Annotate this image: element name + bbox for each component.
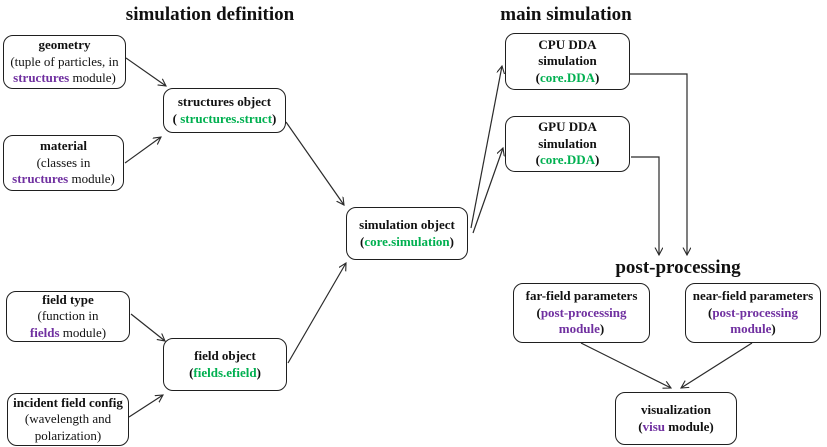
paren-open: (	[536, 304, 541, 320]
box-code-line: ( structures.struct)	[173, 111, 277, 128]
box-title-line2: simulation	[538, 53, 597, 69]
paren-open: (	[359, 233, 365, 249]
box-desc: polarization)	[34, 427, 102, 443]
paren-close: )	[272, 110, 277, 126]
box-desc-rest: module)	[665, 418, 714, 434]
paren-open: (	[707, 304, 713, 320]
box-title: field type	[42, 291, 94, 307]
incident-field-config-box: incident field config (wavelength and po…	[7, 393, 129, 446]
section-title-post-processing: post-processing	[615, 257, 741, 278]
box-code-line: (core.DDA)	[536, 152, 600, 169]
arrow-field-object-to-simulation-object	[287, 263, 346, 364]
code-name: fields.efield	[193, 364, 257, 380]
near-field-parameters-box: near-field parameters (post-processing m…	[685, 283, 821, 343]
arrow-structures-object-to-simulation-object	[285, 121, 344, 205]
box-code-line: (fields.efield)	[189, 365, 261, 382]
module-name: module	[730, 321, 772, 337]
arrow-field-type-to-field-object	[130, 313, 165, 341]
code-name: core.DDA	[540, 69, 595, 85]
box-desc-rest: module)	[68, 171, 115, 187]
module-name: structures	[13, 70, 70, 86]
code-name: core.DDA	[540, 152, 595, 168]
module-name: structures	[12, 171, 69, 187]
box-title: GPU DDA	[538, 119, 597, 135]
arrow-incident-config-to-field-object	[128, 395, 163, 418]
box-desc: (function in	[37, 308, 99, 324]
box-title: far-field parameters	[525, 288, 638, 304]
material-box: material (classes in structures module)	[3, 135, 124, 191]
box-title-line2: simulation	[538, 135, 597, 151]
visualization-box: visualization (visu module)	[615, 392, 737, 445]
module-name: module	[558, 321, 600, 337]
far-field-parameters-box: far-field parameters (post-processing mo…	[513, 283, 650, 343]
box-code-line: (core.simulation)	[360, 234, 454, 251]
simulation-object-box: simulation object (core.simulation)	[346, 207, 468, 260]
box-title: field object	[194, 347, 256, 363]
paren-close: )	[599, 321, 605, 337]
paren-close: )	[256, 364, 261, 380]
box-module-line2: module)	[730, 321, 776, 338]
paren-close: )	[449, 233, 455, 249]
gpu-dda-box: GPU DDA simulation (core.DDA)	[505, 116, 630, 172]
box-module-line: (post-processing	[536, 305, 626, 322]
box-code-line: (core.DDA)	[536, 70, 600, 87]
box-title: simulation object	[359, 216, 455, 232]
box-title: structures object	[177, 93, 272, 109]
geometry-box: geometry (tuple of particles, in structu…	[3, 35, 126, 89]
arrow-far-field-to-visualization	[580, 342, 671, 388]
box-module-line2: module)	[559, 321, 605, 338]
box-title: geometry	[38, 37, 91, 53]
box-desc: structures module)	[13, 70, 116, 87]
cpu-dda-box: CPU DDA simulation (core.DDA)	[505, 33, 630, 90]
code-name: core.simulation	[364, 233, 450, 249]
box-desc-rest: module)	[59, 324, 107, 340]
arrow-simulation-object-to-gpu-dda	[472, 148, 503, 234]
paren-close: )	[595, 152, 600, 168]
module-name: post-processing	[540, 304, 627, 320]
box-title: incident field config	[13, 394, 123, 410]
module-name: visu	[642, 418, 665, 434]
module-name: fields	[29, 324, 60, 340]
paren-close: )	[595, 69, 600, 85]
box-desc-rest: module)	[69, 70, 116, 86]
paren-open: (	[535, 152, 540, 168]
paren-close: )	[771, 321, 776, 337]
box-desc: structures module)	[12, 171, 115, 188]
arrow-geometry-to-structures-object	[125, 57, 166, 86]
box-desc: (classes in	[36, 154, 91, 170]
box-desc: (wavelength and	[24, 411, 112, 427]
box-title: near-field parameters	[692, 288, 814, 304]
paren-open: (	[172, 110, 181, 126]
box-desc: (tuple of particles, in	[10, 53, 119, 69]
paren-open: (	[535, 69, 540, 85]
code-name: structures.struct	[180, 110, 273, 126]
arrow-near-field-to-visualization	[681, 342, 753, 388]
paren-open: (	[189, 364, 194, 380]
section-title-main-simulation: main simulation	[500, 4, 632, 25]
arrow-simulation-object-to-cpu-dda	[470, 66, 502, 229]
module-name: post-processing	[712, 304, 799, 320]
box-title: material	[40, 138, 87, 154]
field-object-box: field object (fields.efield)	[163, 338, 287, 391]
box-title: CPU DDA	[538, 36, 597, 52]
box-module-line: (post-processing	[708, 305, 798, 322]
connector-cpu-dda-to-post-processing	[630, 73, 687, 255]
box-title: visualization	[640, 401, 712, 417]
field-type-box: field type (function in fields module)	[6, 291, 130, 342]
connector-gpu-dda-to-post-processing	[631, 156, 659, 255]
section-title-simulation-definition: simulation definition	[125, 4, 295, 25]
box-module-line: (visu module)	[638, 419, 714, 436]
arrow-material-to-structures-object	[124, 137, 161, 164]
paren-open: (	[638, 418, 643, 434]
structures-object-box: structures object ( structures.struct)	[163, 88, 286, 133]
box-desc: fields module)	[30, 325, 106, 342]
